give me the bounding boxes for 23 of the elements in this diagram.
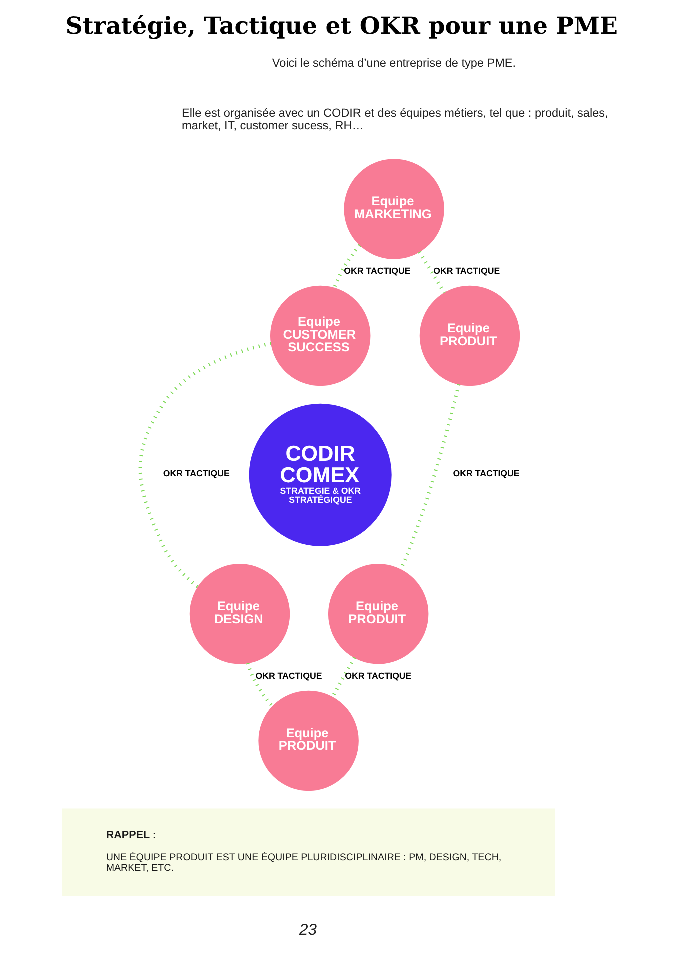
- connector: [246, 662, 274, 708]
- label: Elle est organisée avec un CODIR et des équipes métiers, tel que : produit, sales, market, IT, customer sucess, RH…: [182, 106, 608, 133]
- node-box: RAPPEL : UNE ÉQUIPE PRODUIT EST UNE ÉQUIPE PLURIDISCIPLINAIRE : PM, DESIGN, TECH, MARKET, ETC.: [62, 808, 555, 896]
- edge-label: OKR TACTIQUE: [452, 468, 520, 478]
- label: Voici le schéma d’une entreprise de type PME.: [272, 56, 516, 70]
- diagram-title: Stratégie, Tactique et OKR pour une PME: [65, 12, 618, 40]
- edge-label: OKR TACTIQUE: [344, 670, 412, 681]
- connector: [332, 244, 361, 289]
- edge-label: OKR TACTIQUE: [162, 468, 230, 478]
- node-circle: CODIR COMEX STRATEGIE & OKR STRATÉGIQUE: [248, 404, 392, 546]
- label: 23: [298, 922, 316, 939]
- node-circle: Equipe PRODUIT: [258, 690, 358, 792]
- connector: [418, 251, 446, 294]
- node-circle: Equipe MARKETING: [344, 159, 444, 260]
- node-circle: Equipe CUSTOMER SUCCESS: [270, 286, 370, 386]
- edge-label: OKR TACTIQUE: [255, 670, 322, 681]
- connector: [138, 342, 272, 589]
- node-circle: Equipe PRODUIT: [419, 286, 520, 386]
- edge-label: OKR TACTIQUE: [344, 266, 410, 276]
- node-circle: Equipe DESIGN: [189, 564, 290, 664]
- connector: [330, 656, 356, 698]
- edge-label: OKR TACTIQUE: [433, 266, 500, 276]
- node-circle: Equipe PRODUIT: [328, 564, 428, 664]
